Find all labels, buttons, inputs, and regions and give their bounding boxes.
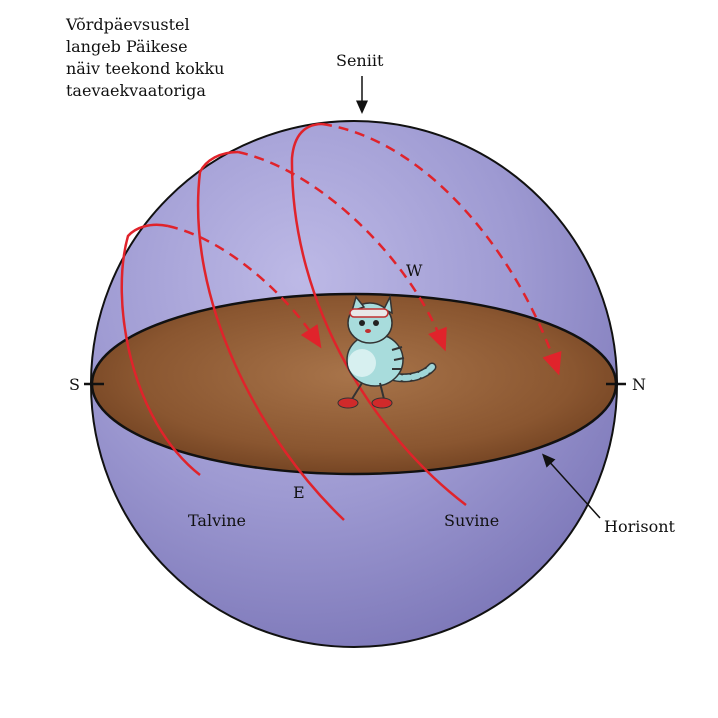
south-label: S xyxy=(69,375,80,394)
winter-path-solid xyxy=(120,223,201,476)
equinox-path-solid xyxy=(196,150,345,521)
summer-path-dashed xyxy=(321,122,562,376)
cat-figure xyxy=(337,294,437,409)
sun-paths xyxy=(120,122,562,521)
cat-shoe-right xyxy=(371,397,393,409)
caption-line: näiv teekond kokku xyxy=(66,59,225,78)
caption-line: Võrdpäevsustel xyxy=(66,15,190,34)
summer-label: Suvine xyxy=(444,511,499,530)
winter-path-dashed xyxy=(167,224,322,349)
winter-label: Talvine xyxy=(188,511,246,530)
equinox-path-dashed xyxy=(237,150,447,352)
west-label: W xyxy=(406,261,423,280)
caption-line: langeb Päikese xyxy=(66,37,188,56)
zenith-label: Seniit xyxy=(336,51,384,70)
east-label: E xyxy=(293,483,305,502)
horizon-arrow xyxy=(541,453,601,519)
horizon-label: Horisont xyxy=(604,517,676,536)
caption-line: taevaekvaatoriga xyxy=(66,81,206,100)
north-label: N xyxy=(632,375,646,394)
cat-shoe-left xyxy=(337,397,359,409)
caption: Võrdpäevsustel langeb Päikese näiv teeko… xyxy=(66,14,266,102)
summer-path-solid xyxy=(290,122,467,506)
